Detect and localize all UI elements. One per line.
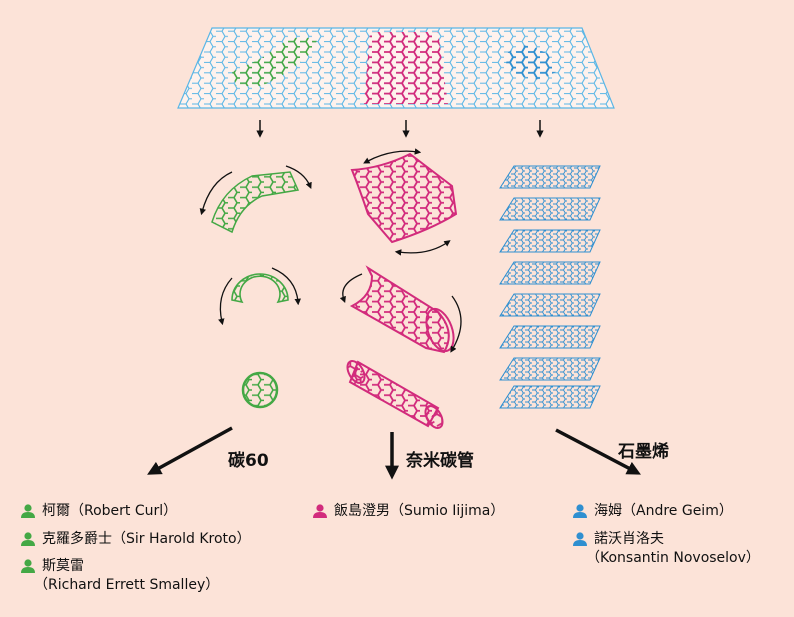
sheet-green-region <box>232 38 318 86</box>
nanotube-rolling-stage-1 <box>350 148 458 256</box>
arrow-to-graphene <box>555 428 641 475</box>
person-name-latin: （Richard Errett Smalley） <box>34 577 220 593</box>
label-graphene: 石墨烯 <box>618 442 669 462</box>
person-harold-kroto: 克羅多爵士（Sir Harold Kroto） <box>20 530 251 549</box>
person-icon <box>21 532 35 546</box>
person-name: 飯島澄男（Sumio Iijima） <box>334 503 505 519</box>
person-konstantin-novoselov: 諾沃肖洛夫 （Konsantin Novoselov） <box>572 530 760 568</box>
person-name: 克羅多爵士（Sir Harold Kroto） <box>42 531 251 547</box>
person-name: 斯莫雷 <box>42 558 84 574</box>
nanotube-rolling-stage-2 <box>339 265 462 354</box>
person-andre-geim: 海姆（Andre Geim） <box>572 502 733 521</box>
graphite-layer <box>499 325 601 349</box>
graphite-layer <box>499 165 601 189</box>
c60-folding-stage-2 <box>218 267 301 326</box>
graphite-layer <box>499 261 601 285</box>
sheet-magenta-region <box>364 32 448 104</box>
person-name-latin: （Konsantin Novoselov） <box>586 550 760 566</box>
label-c60: 碳60 <box>228 451 269 471</box>
graphite-stack <box>499 165 601 409</box>
person-icon <box>573 532 587 546</box>
person-icon <box>21 559 35 573</box>
person-name: 諾沃肖洛夫 <box>594 531 664 547</box>
person-icon <box>21 504 35 518</box>
graphite-layer <box>499 229 601 253</box>
graphene-sheet <box>177 27 615 109</box>
person-name: 柯爾（Robert Curl） <box>42 503 178 519</box>
person-sumio-iijima: 飯島澄男（Sumio Iijima） <box>312 502 504 521</box>
person-icon <box>573 504 587 518</box>
graphite-layer <box>499 293 601 317</box>
sheet-blue-region <box>506 44 556 80</box>
arrow-to-c60 <box>147 426 233 475</box>
c60-folding-stage-1 <box>199 165 312 234</box>
person-robert-curl: 柯爾（Robert Curl） <box>20 502 177 521</box>
graphite-layer <box>499 357 601 381</box>
c60-molecule <box>241 371 279 409</box>
person-icon <box>313 504 327 518</box>
person-name: 海姆（Andre Geim） <box>594 503 733 519</box>
person-richard-smalley: 斯莫雷 （Richard Errett Smalley） <box>20 557 219 595</box>
label-nanotube: 奈米碳管 <box>406 451 474 471</box>
nanotube-molecule <box>346 360 444 429</box>
graphite-layer <box>499 197 601 221</box>
graphite-layer <box>499 385 601 409</box>
